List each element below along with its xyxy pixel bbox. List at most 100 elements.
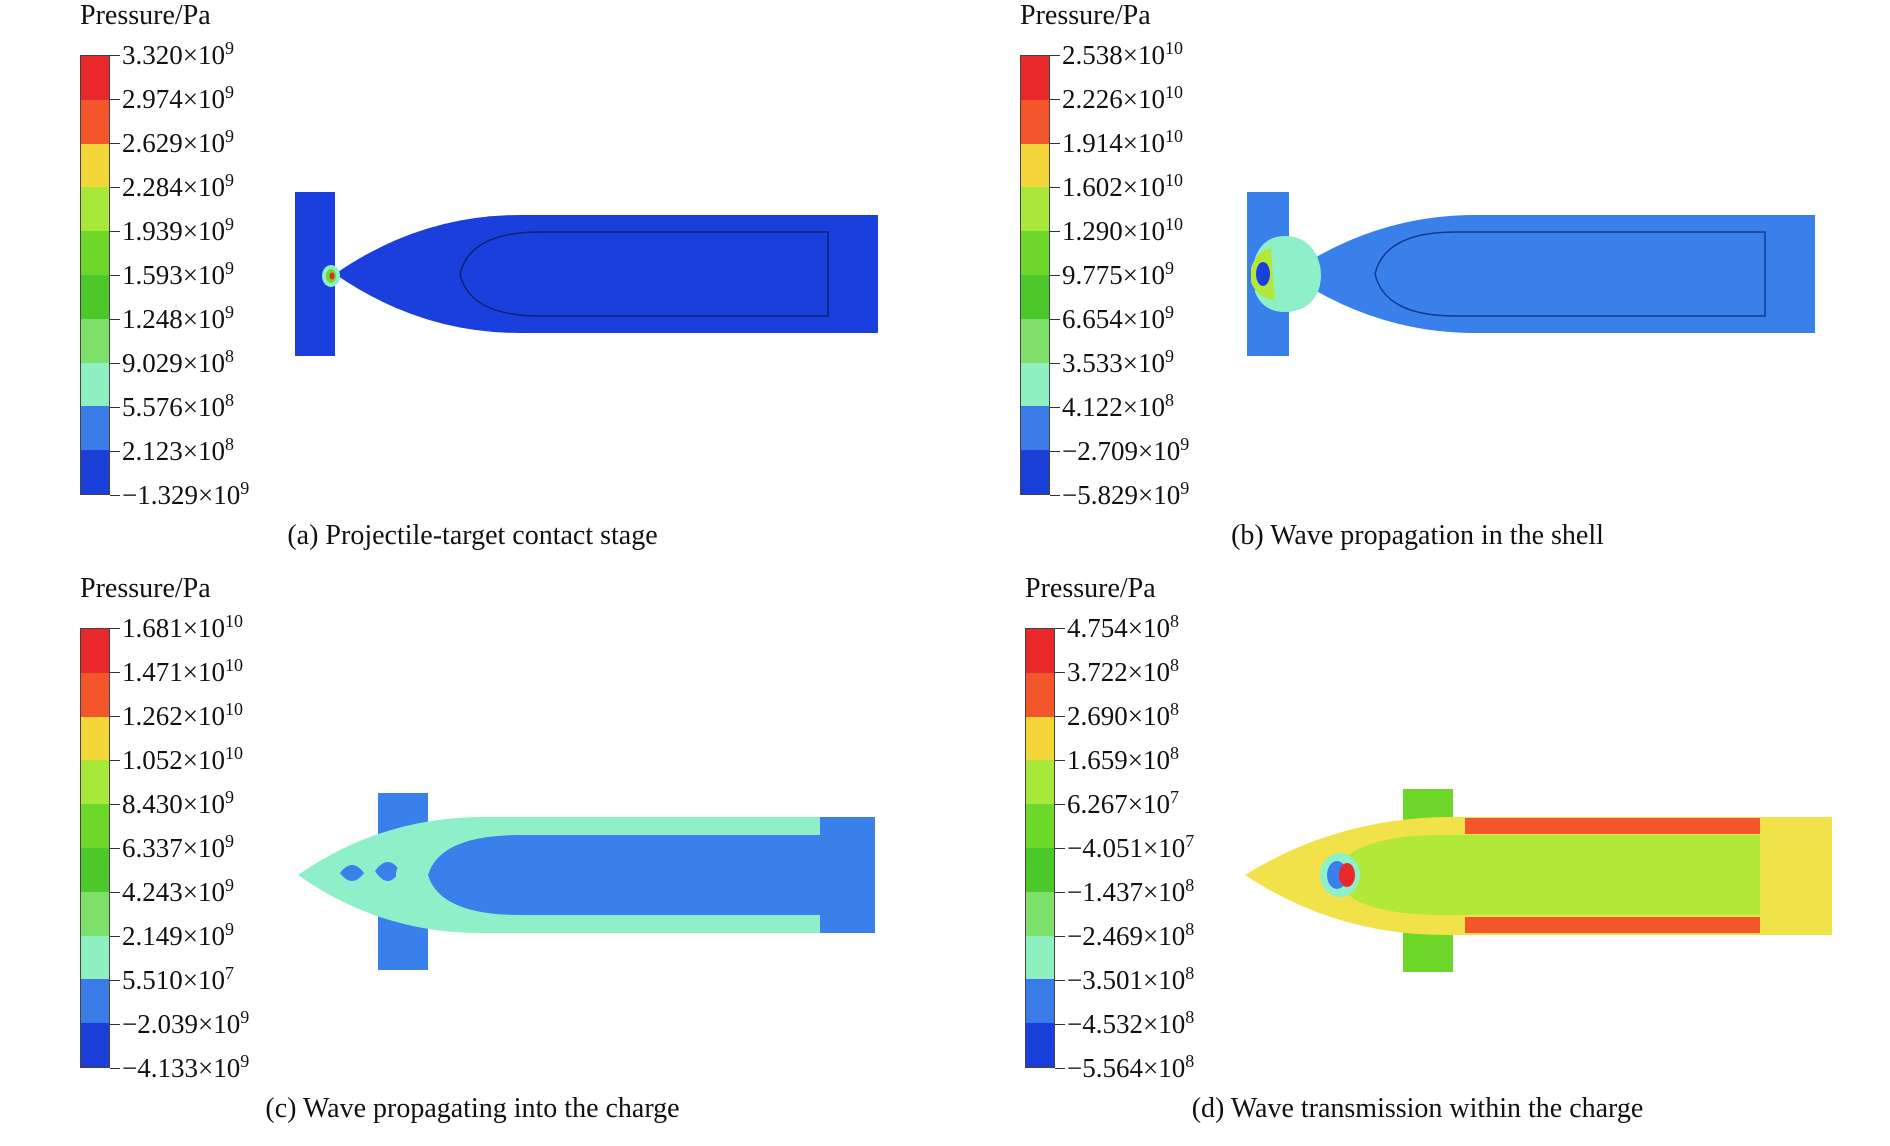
colorbar-segment	[1021, 231, 1049, 275]
colorbar-tick-label: −4.051×107	[1067, 831, 1195, 863]
colorbar-segment	[1026, 760, 1054, 805]
colorbar-segment	[1021, 99, 1049, 144]
colorbar-segment	[81, 979, 109, 1024]
caption: (a) Projectile-target contact stage	[287, 520, 658, 551]
colorbar-segment	[1026, 629, 1054, 673]
colorbar-tick-label: 4.243×109	[122, 875, 234, 907]
colorbar-segment	[1021, 274, 1049, 319]
charge-outline	[459, 231, 829, 317]
colorbar-tick-label: 6.337×109	[122, 831, 234, 863]
colorbar-tick-label: 6.654×109	[1062, 302, 1174, 334]
colorbar-tick-label: 2.284×109	[122, 170, 234, 202]
colorbar-segment	[1021, 406, 1049, 451]
colorbar-segment	[1021, 143, 1049, 188]
colorbar-segment	[81, 187, 109, 232]
contour-plot-d	[1245, 789, 1832, 972]
colorbar-segment	[81, 362, 109, 407]
contour-plot-b	[1247, 192, 1815, 356]
colorbar-segment	[81, 1023, 109, 1067]
colorbar	[80, 628, 110, 1068]
contact-hotspot-peak	[329, 272, 335, 280]
colorbar-segment	[1021, 450, 1049, 494]
colorbar-ticks: 3.320×109 2.974×109 2.629×109 2.284×109 1.93…	[110, 38, 330, 510]
colorbar	[80, 55, 110, 495]
colorbar-tick-label: −2.039×109	[122, 1007, 250, 1039]
colorbar-segment	[81, 231, 109, 275]
colorbar-segment	[1021, 318, 1049, 363]
colorbar-segment	[81, 804, 109, 848]
colorbar-segment	[81, 406, 109, 451]
legend-title: Pressure/Pa	[80, 0, 211, 31]
charge-region	[428, 835, 820, 915]
colorbar-tick-label: −5.829×109	[1062, 478, 1190, 510]
colorbar-tick-label: 2.123×108	[122, 434, 234, 466]
colorbar-tick-label: 8.430×109	[122, 787, 234, 819]
colorbar-tick-label: 3.533×109	[1062, 346, 1174, 378]
colorbar-tick-label: 2.629×109	[122, 126, 234, 158]
stress-wave-core	[1256, 262, 1270, 286]
panel-a: Pressure/Pa 3.320×109 2.974×109 2.629×109 2…	[0, 0, 945, 573]
colorbar-tick-label: 1.659×108	[1067, 743, 1179, 775]
colorbar-tick-label: −3.501×108	[1067, 963, 1195, 995]
caption: (c) Wave propagating into the charge	[265, 1093, 680, 1124]
colorbar-tick-label: 1.681×1010	[122, 611, 243, 643]
colorbar-tick-label: 1.052×1010	[122, 743, 243, 775]
colorbar-segment	[1021, 56, 1049, 100]
colorbar-segment	[81, 99, 109, 144]
colorbar-tick-label: 9.775×109	[1062, 258, 1174, 290]
colorbar-segment	[81, 760, 109, 805]
colorbar-tick-label: −2.709×109	[1062, 434, 1190, 466]
wave-pattern	[396, 859, 424, 891]
legend-title: Pressure/Pa	[1020, 0, 1151, 31]
colorbar-tick-label: −1.329×109	[122, 478, 250, 510]
colorbar-tick-label: 4.122×108	[1062, 390, 1174, 422]
colorbar-segment	[81, 716, 109, 761]
colorbar-segment	[1026, 672, 1054, 717]
colorbar	[1020, 55, 1050, 495]
colorbar-tick-label: −4.532×108	[1067, 1007, 1195, 1039]
colorbar-tick-label: 1.593×109	[122, 258, 234, 290]
colorbar-segment	[81, 143, 109, 188]
colorbar-tick-label: −5.564×108	[1067, 1051, 1195, 1083]
charge-outline	[1374, 231, 1766, 317]
colorbar-tick-label: −1.437×108	[1067, 875, 1195, 907]
colorbar-tick-label: 1.939×109	[122, 214, 234, 246]
colorbar-segment	[81, 935, 109, 980]
colorbar-tick-label: −4.133×109	[122, 1051, 250, 1083]
colorbar	[1025, 628, 1055, 1068]
colorbar-tick-label: 2.690×108	[1067, 699, 1179, 731]
colorbar-segment	[1026, 847, 1054, 892]
projectile-body	[335, 215, 878, 333]
colorbar-tick-label: 1.262×1010	[122, 699, 243, 731]
colorbar-segment	[1026, 1023, 1054, 1067]
colorbar-tick-label: 9.029×108	[122, 346, 234, 378]
high-pressure-band	[1465, 818, 1760, 834]
charge-region	[1335, 835, 1760, 915]
caption: (b) Wave propagation in the shell	[1231, 520, 1604, 551]
colorbar-tick-label: 2.538×1010	[1062, 38, 1183, 70]
colorbar-segment	[81, 629, 109, 673]
colorbar-tick-label: 1.248×109	[122, 302, 234, 334]
colorbar-segment	[1026, 979, 1054, 1024]
contour-plot-a	[295, 192, 878, 356]
base-plug	[820, 817, 875, 933]
colorbar-tick-label: 2.149×109	[122, 919, 234, 951]
high-pressure-band	[1465, 917, 1760, 933]
colorbar-tick-label: 1.602×1010	[1062, 170, 1183, 202]
legend-title: Pressure/Pa	[1025, 573, 1156, 604]
colorbar-segment	[1021, 362, 1049, 407]
colorbar-tick-label: 5.576×108	[122, 390, 234, 422]
colorbar-tick-label: 2.974×109	[122, 82, 234, 114]
colorbar-tick-label: 1.290×1010	[1062, 214, 1183, 246]
colorbar-segment	[81, 672, 109, 717]
colorbar-tick-label: 3.320×109	[122, 38, 234, 70]
pressure-peak	[1339, 863, 1355, 887]
colorbar-segment	[81, 450, 109, 494]
colorbar-tick-label: 6.267×107	[1067, 787, 1179, 819]
colorbar-segment	[81, 847, 109, 892]
colorbar-segment	[81, 274, 109, 319]
